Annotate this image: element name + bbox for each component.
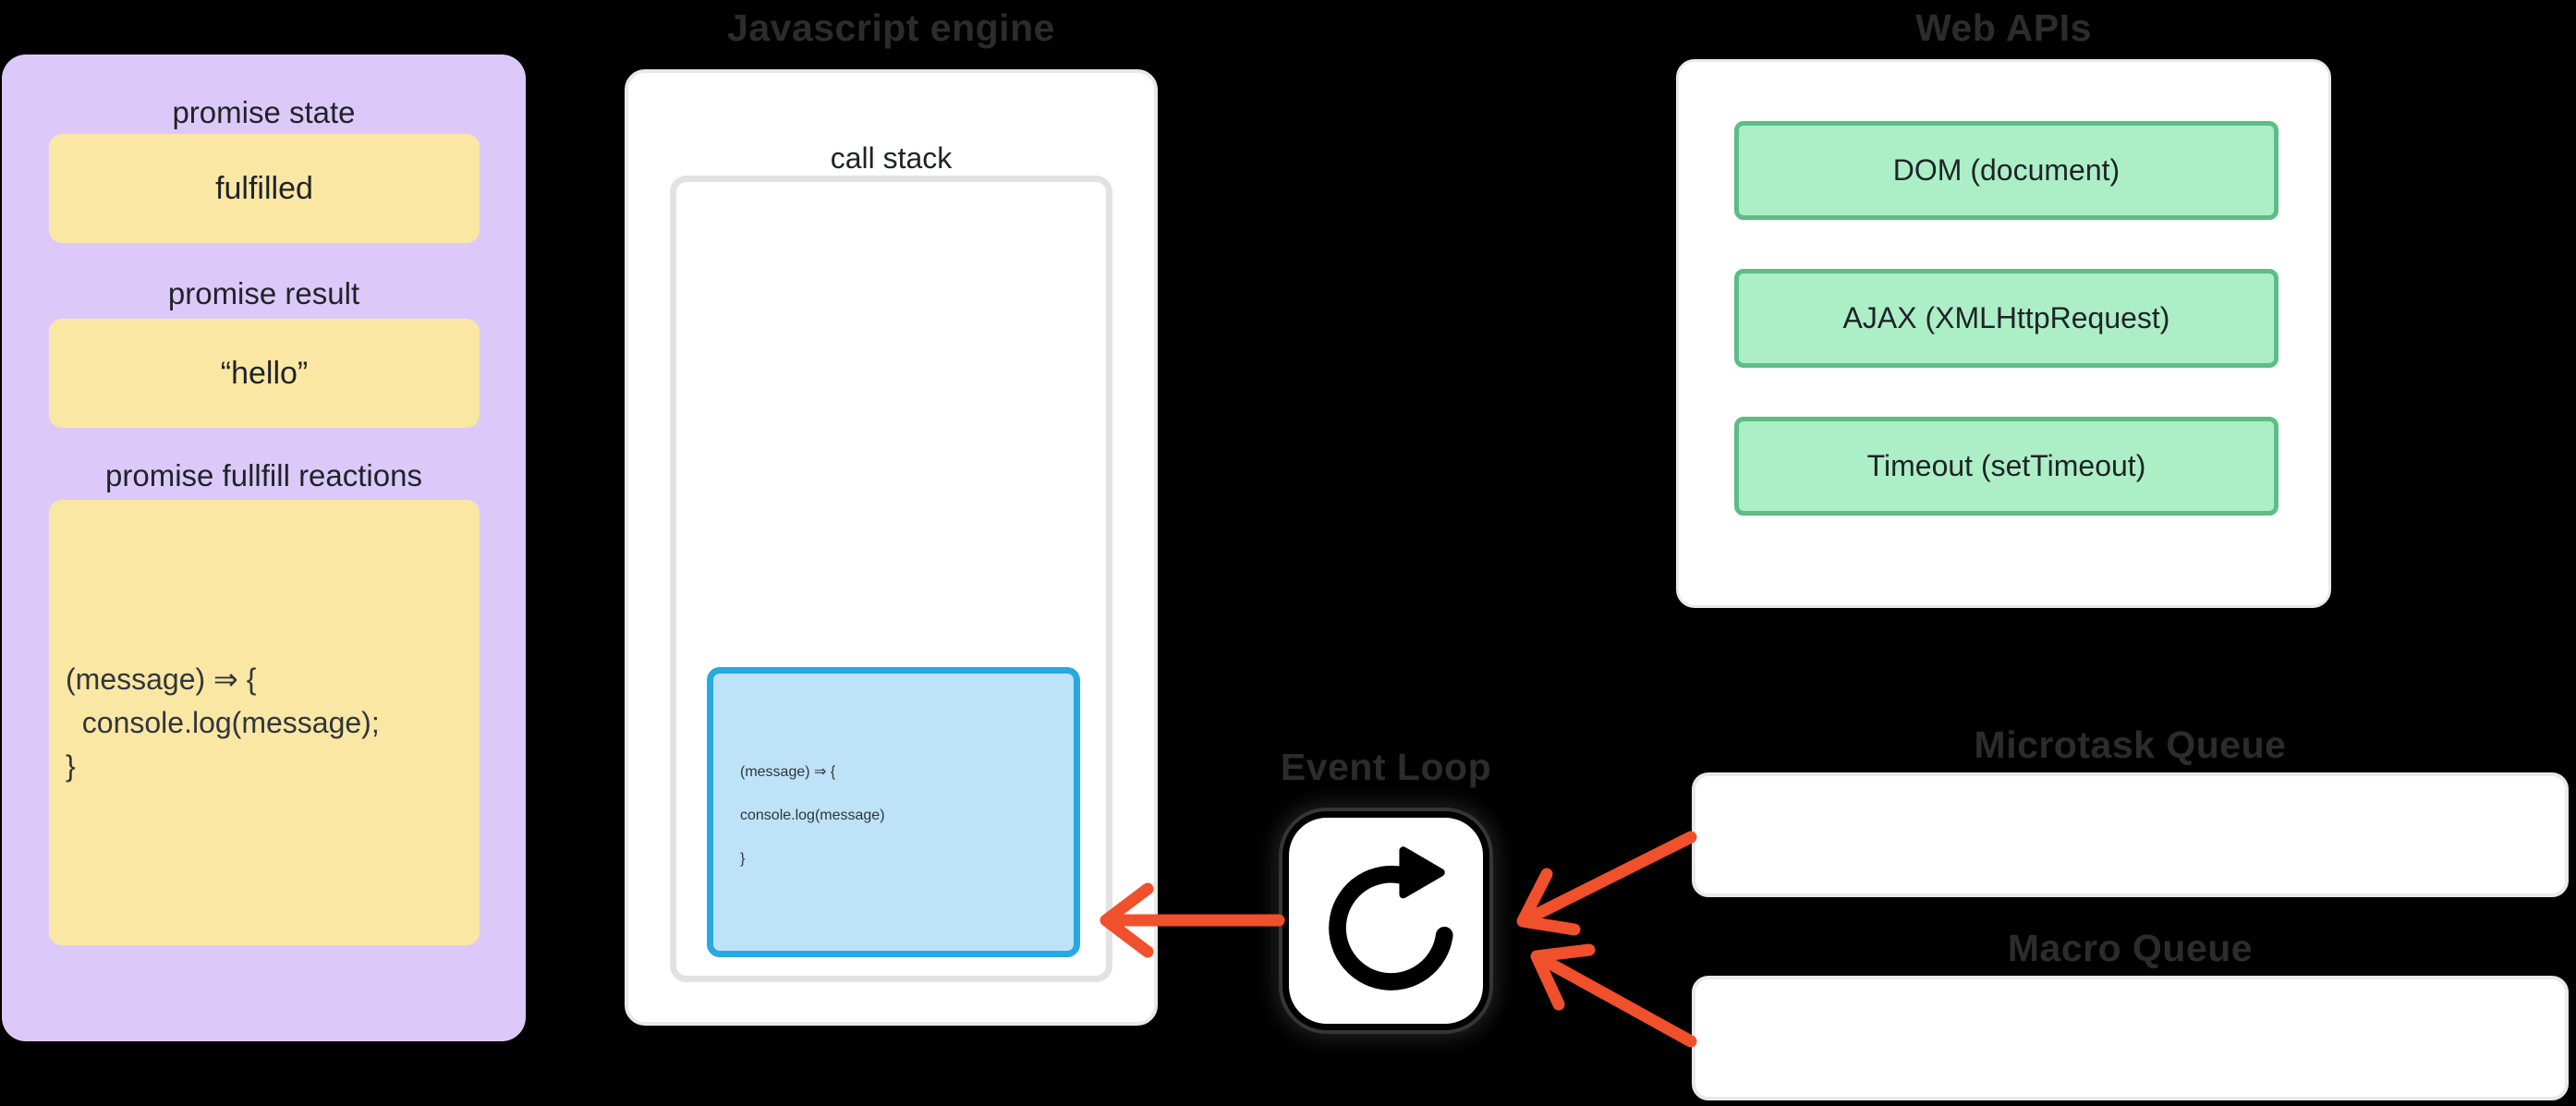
promise-result-value: “hello”	[220, 355, 309, 391]
frame-code-line: console.log(message)	[740, 807, 885, 823]
javascript-engine-box: call stack (message) ⇒ { console.log(mes…	[625, 69, 1158, 1026]
api-item-dom: DOM (document)	[1734, 121, 2278, 220]
call-stack-box: (message) ⇒ { console.log(message) }	[670, 176, 1112, 982]
api-item-label: AJAX (XMLHttpRequest)	[1842, 301, 2170, 334]
microtask-queue-box	[1692, 772, 2569, 897]
arrow-microtask-to-eventloop	[1516, 831, 1697, 936]
promise-state-label: promise state	[172, 95, 356, 129]
promise-panel: promise state fulfilled promise result “…	[2, 55, 526, 1041]
call-stack-label: call stack	[830, 141, 953, 175]
call-stack-frame: (message) ⇒ { console.log(message) }	[707, 667, 1080, 957]
web-apis-box: DOM (document) AJAX (XMLHttpRequest) Tim…	[1676, 59, 2331, 608]
rotate-clockwise-icon	[1329, 845, 1453, 991]
api-item-timeout: Timeout (setTimeout)	[1734, 417, 2278, 516]
event-loop-icon-box	[1282, 811, 1489, 1030]
promise-result-value-box: “hello”	[49, 319, 480, 428]
promise-reactions-code-box: (message) ⇒ { console.log(message); }	[49, 500, 480, 945]
javascript-engine-title: Javascript engine	[727, 6, 1055, 49]
microtask-queue-title: Microtask Queue	[1974, 723, 2287, 766]
api-item-ajax: AJAX (XMLHttpRequest)	[1734, 269, 2278, 368]
macro-queue-title: Macro Queue	[2007, 927, 2254, 969]
reactions-code-line: console.log(message);	[66, 705, 380, 739]
promise-result-label: promise result	[167, 276, 360, 310]
event-loop-title: Event Loop	[1280, 746, 1492, 788]
api-item-label: DOM (document)	[1892, 153, 2120, 187]
frame-code-line: (message) ⇒ {	[740, 763, 836, 780]
web-apis-title: Web APIs	[1915, 6, 2092, 49]
macro-queue-box	[1692, 976, 2569, 1100]
arrow-macroqueue-to-eventloop	[1530, 943, 1697, 1048]
reactions-code-line: }	[66, 748, 76, 783]
reactions-code-line: (message) ⇒ {	[66, 662, 257, 696]
api-item-label: Timeout (setTimeout)	[1866, 449, 2146, 482]
promise-reactions-label: promise fullfill reactions	[105, 458, 422, 492]
frame-code-line: }	[740, 850, 746, 867]
promise-state-value: fulfilled	[215, 170, 313, 206]
promise-state-value-box: fulfilled	[49, 134, 480, 243]
